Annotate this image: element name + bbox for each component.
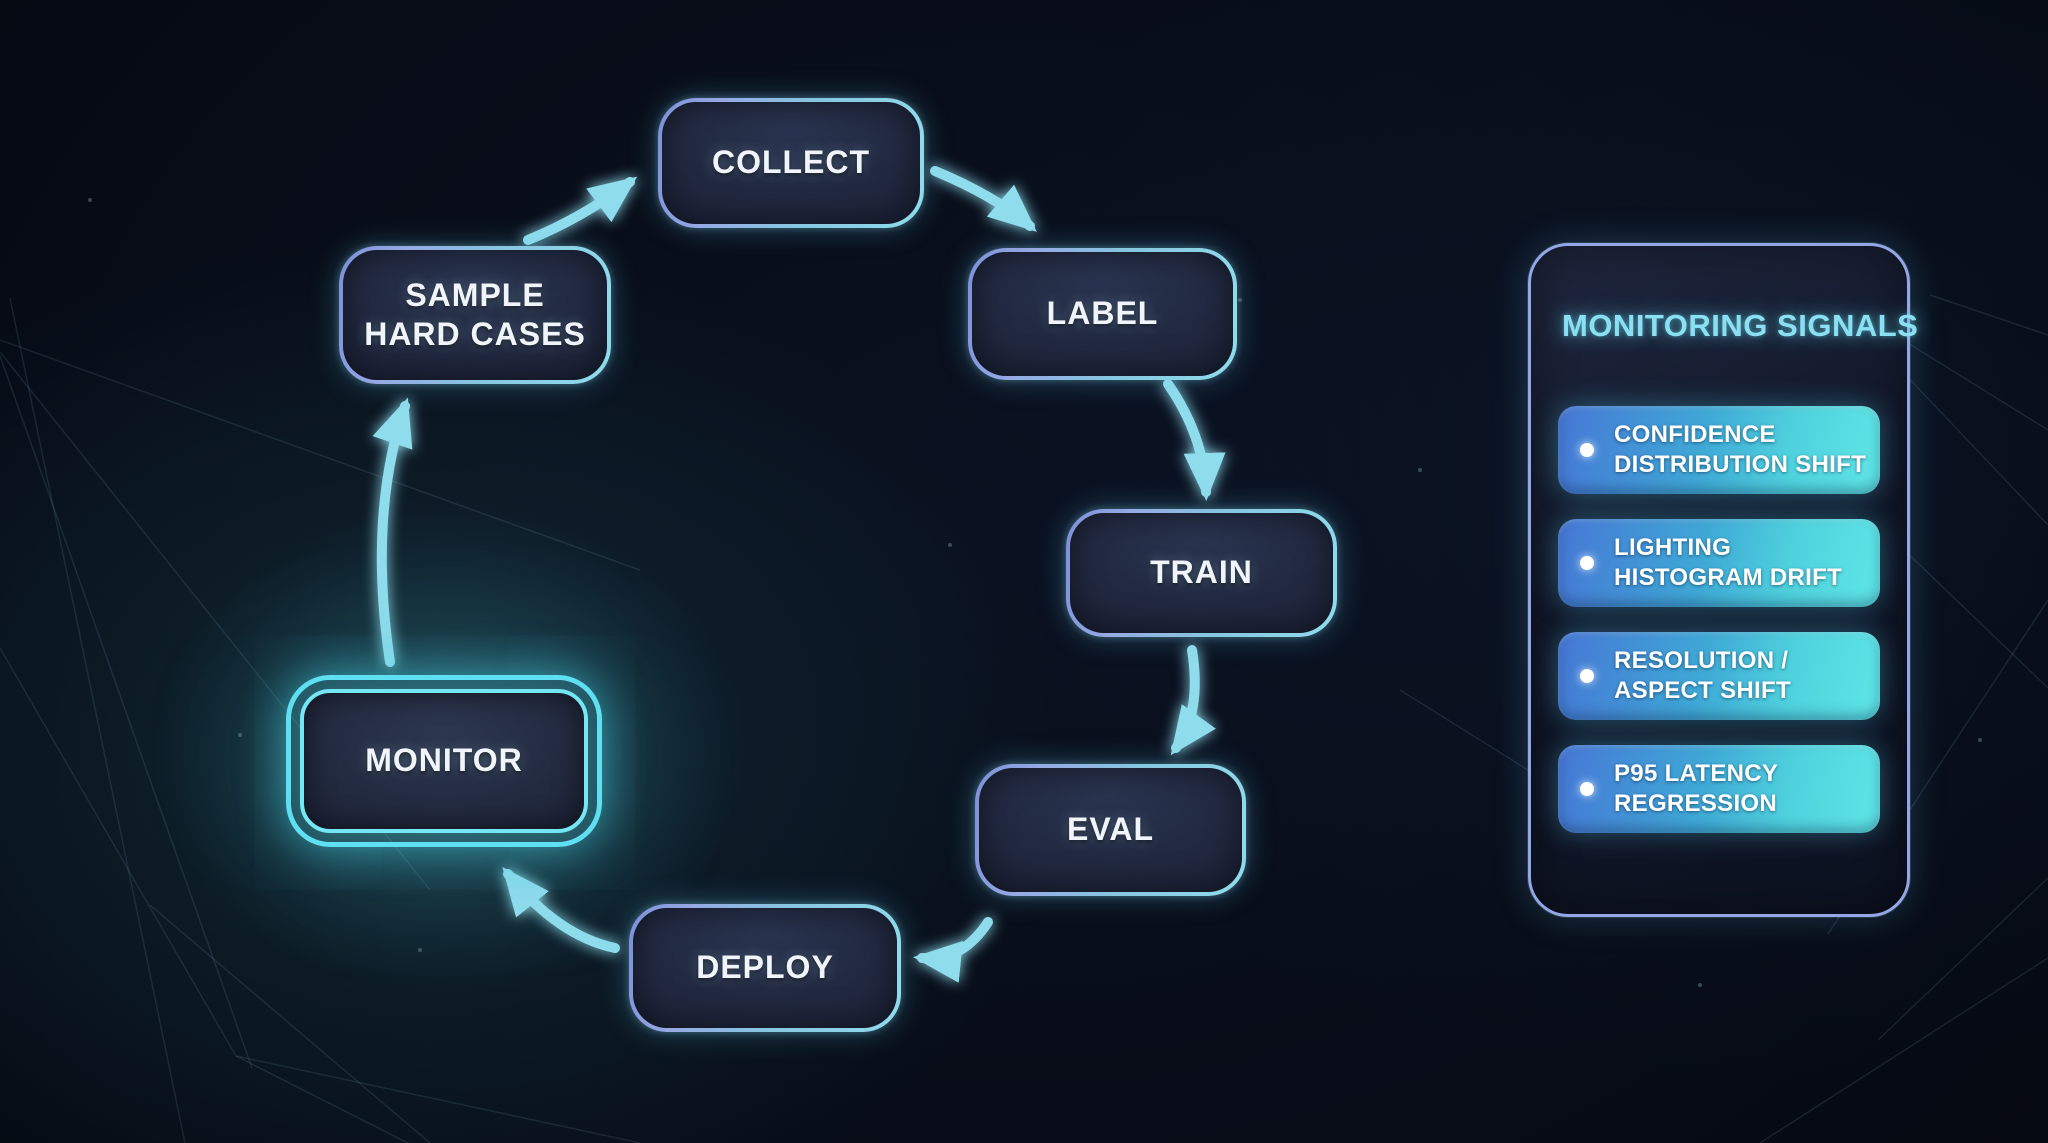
signal-line: DISTRIBUTION SHIFT — [1614, 451, 1867, 478]
node-label: LABEL — [968, 248, 1237, 380]
node-deploy-label: DEPLOY — [696, 949, 834, 986]
node-monitor: MONITOR — [286, 675, 602, 847]
bullet-dot-icon — [1580, 782, 1594, 796]
bullet-dot-icon — [1580, 443, 1594, 457]
node-label-label: LABEL — [1046, 295, 1159, 332]
arrow-collect-to-label — [930, 166, 1037, 232]
node-train-label: TRAIN — [1150, 554, 1253, 591]
bullet-dot-icon — [1580, 669, 1594, 683]
bullet-dot-icon — [1580, 556, 1594, 570]
node-collect: COLLECT — [658, 98, 924, 228]
arrow-monitor-to-sample — [372, 397, 413, 667]
signal-line: REGRESSION — [1614, 790, 1778, 817]
panel-title: MONITORING SIGNALS — [1562, 308, 1919, 343]
arrow-label-to-train — [1163, 379, 1226, 501]
arrow-sample-to-collect — [523, 176, 638, 245]
node-collect-label: COLLECT — [711, 144, 871, 181]
node-sample-hard-cases: SAMPLE HARD CASES — [339, 246, 611, 384]
node-train: TRAIN — [1066, 509, 1337, 637]
node-sample-line2: HARD CASES — [364, 316, 586, 352]
signal-line: LIGHTING — [1614, 534, 1732, 561]
signal-pill-lighting-histogram-drift: LIGHTING HISTOGRAM DRIFT — [1558, 519, 1880, 607]
node-eval: EVAL — [975, 764, 1246, 896]
signal-line: RESOLUTION / — [1614, 647, 1789, 674]
arrow-train-to-eval — [1170, 645, 1216, 756]
signal-pill-resolution-aspect-shift: RESOLUTION / ASPECT SHIFT — [1558, 632, 1880, 720]
node-eval-label: EVAL — [1067, 811, 1154, 848]
node-monitor-label: MONITOR — [365, 742, 523, 779]
signal-pill-confidence-distribution-shift: CONFIDENCE DISTRIBUTION SHIFT — [1558, 406, 1880, 494]
signal-line: ASPECT SHIFT — [1614, 677, 1791, 704]
node-sample-line1: SAMPLE — [405, 276, 545, 313]
signal-line: P95 LATENCY — [1614, 760, 1779, 787]
signal-pill-p95-latency-regression: P95 LATENCY REGRESSION — [1558, 745, 1880, 833]
arrow-deploy-to-monitor — [502, 866, 620, 953]
signal-line: HISTOGRAM DRIFT — [1614, 564, 1843, 591]
arrow-eval-to-deploy — [913, 917, 993, 983]
monitoring-signals-panel: MONITORING SIGNALS CONFIDENCE DISTRIBUTI… — [1528, 243, 1919, 917]
node-deploy: DEPLOY — [629, 904, 901, 1032]
signal-line: CONFIDENCE — [1614, 421, 1776, 448]
